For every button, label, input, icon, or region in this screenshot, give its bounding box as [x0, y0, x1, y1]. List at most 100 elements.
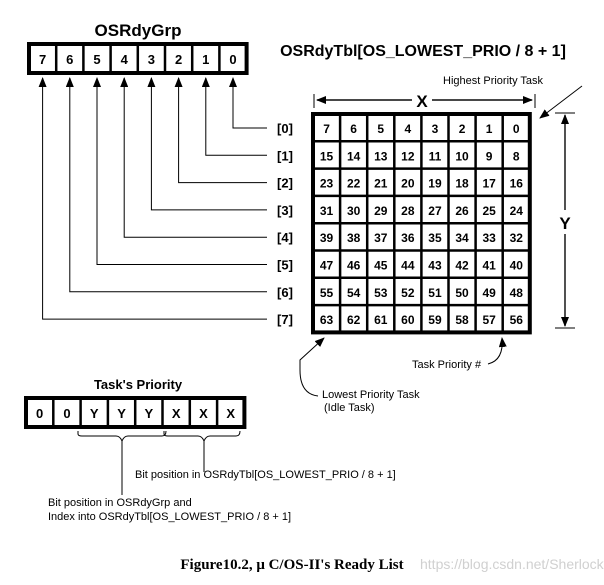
osrdytbl-row-label: [0] — [277, 121, 293, 136]
osrdytbl-cell: 60 — [401, 313, 415, 327]
osrdytbl-cell: 19 — [428, 177, 442, 191]
osrdygrp-connector — [93, 77, 267, 265]
osrdytbl-cell: 39 — [320, 231, 334, 245]
osrdytbl-row-label: [7] — [277, 312, 293, 327]
osrdytbl-cell: 9 — [486, 149, 493, 163]
osrdytbl-cell: 58 — [455, 313, 469, 327]
osrdytbl-cell: 26 — [455, 204, 469, 218]
x-bits-brace — [163, 430, 241, 472]
osrdytbl-title: OSRdyTbl[OS_LOWEST_PRIO / 8 + 1] — [280, 43, 566, 60]
osrdytbl-cell: 43 — [428, 259, 442, 273]
osrdygrp-title: OSRdyGrp — [95, 21, 182, 40]
osrdytbl-cell: 56 — [510, 313, 524, 327]
osrdytbl-cell: 32 — [510, 231, 524, 245]
x-dimension: X — [313, 90, 536, 111]
osrdygrp-connector — [201, 77, 267, 156]
osrdytbl-row-label: [1] — [277, 148, 293, 163]
osrdytbl-row-label: [4] — [277, 230, 293, 245]
osrdytbl-cell: 57 — [482, 313, 496, 327]
osrdytbl-cell: 55 — [320, 286, 334, 300]
osrdytbl-cell: 22 — [347, 177, 361, 191]
osrdytbl-cell: 6 — [350, 122, 357, 136]
y-dimension: Y — [555, 112, 575, 329]
osrdytbl-cell: 44 — [401, 259, 415, 273]
osrdytbl-cell: 49 — [482, 286, 496, 300]
osrdytbl-cell: 0 — [513, 122, 520, 136]
highest-priority-pointer — [539, 85, 583, 119]
osrdytbl-cell: 35 — [428, 231, 442, 245]
osrdytbl-cell: 12 — [401, 149, 415, 163]
osrdygrp-connector — [229, 77, 267, 129]
osrdytbl-row-label: [6] — [277, 285, 293, 300]
osrdygrp-bit: 1 — [202, 52, 209, 67]
x-bits-description: Bit position in OSRdyTbl[OS_LOWEST_PRIO … — [135, 469, 396, 481]
osrdytbl-cell: 30 — [347, 204, 361, 218]
osrdytbl-cell: 2 — [459, 122, 466, 136]
lowest-priority-pointer — [299, 337, 325, 397]
osrdytbl-cell: 46 — [347, 259, 361, 273]
task-priority-number-pointer — [487, 337, 507, 365]
osrdytbl-cell: 52 — [401, 286, 415, 300]
y-bits-brace — [77, 430, 167, 495]
lowest-priority-label: Lowest Priority Task — [322, 389, 420, 401]
task-priority-bit: X — [199, 406, 208, 421]
osrdytbl-cell: 53 — [374, 286, 388, 300]
y-label: Y — [559, 214, 571, 233]
osrdytbl-cell: 40 — [510, 259, 524, 273]
osrdytbl-cell: 7 — [323, 122, 330, 136]
y-bits-description-line2: Index into OSRdyTbl[OS_LOWEST_PRIO / 8 +… — [48, 511, 291, 523]
osrdygrp-bit: 6 — [66, 52, 73, 67]
osrdytbl-cell: 42 — [455, 259, 469, 273]
osrdytbl-cell: 41 — [482, 259, 496, 273]
osrdytbl-cell: 15 — [320, 149, 334, 163]
osrdygrp-connector — [174, 77, 267, 184]
osrdytbl-cell: 1 — [486, 122, 493, 136]
task-priority-bit: Y — [90, 406, 99, 421]
lowest-priority-sublabel: (Idle Task) — [324, 402, 375, 414]
osrdytbl-cell: 23 — [320, 177, 334, 191]
task-priority-bit: Y — [117, 406, 126, 421]
task-priority-title: Task's Priority — [94, 377, 183, 392]
osrdytbl-cell: 13 — [374, 149, 388, 163]
task-priority-bit: 0 — [63, 406, 70, 421]
osrdytbl-cell: 28 — [401, 204, 415, 218]
osrdytbl-cell: 45 — [374, 259, 388, 273]
osrdytbl-cell: 34 — [455, 231, 469, 245]
figure-caption: Figure10.2, μ C/OS-II's Ready List — [180, 557, 403, 573]
osrdygrp-bit: 2 — [175, 52, 182, 67]
osrdygrp-bit: 7 — [39, 52, 46, 67]
osrdytbl-row-label: [3] — [277, 203, 293, 218]
osrdytbl-cell: 25 — [482, 204, 496, 218]
y-bits-description-line1: Bit position in OSRdyGrp and — [48, 497, 192, 509]
osrdytbl-cell: 24 — [510, 204, 524, 218]
osrdytbl-cell: 21 — [374, 177, 388, 191]
osrdytbl-cell: 16 — [510, 177, 524, 191]
task-priority-bit: 0 — [36, 406, 43, 421]
osrdytbl-cell: 17 — [482, 177, 496, 191]
x-label: X — [416, 92, 428, 111]
osrdytbl-cell: 62 — [347, 313, 361, 327]
watermark: https://blog.csdn.net/SherlockHolmess — [420, 556, 604, 572]
osrdygrp-bit: 3 — [148, 52, 155, 67]
osrdytbl-cell: 4 — [405, 122, 412, 136]
osrdytbl-row-label: [5] — [277, 258, 293, 273]
osrdytbl-cell: 51 — [428, 286, 442, 300]
osrdygrp-connectors — [38, 77, 267, 320]
osrdytbl-cell: 10 — [455, 149, 469, 163]
osrdytbl-cell: 20 — [401, 177, 415, 191]
osrdytbl-cell: 31 — [320, 204, 334, 218]
osrdytbl-cell: 61 — [374, 313, 388, 327]
osrdytbl-cell: 38 — [347, 231, 361, 245]
osrdygrp-connector — [38, 77, 267, 320]
osrdytbl-cell: 48 — [510, 286, 524, 300]
osrdytbl-cell: 54 — [347, 286, 361, 300]
task-priority-bit: Y — [145, 406, 154, 421]
osrdytbl-cell: 8 — [513, 149, 520, 163]
osrdytbl-cell: 37 — [374, 231, 388, 245]
task-priority-bit: X — [226, 406, 235, 421]
osrdytbl-cell: 63 — [320, 313, 334, 327]
